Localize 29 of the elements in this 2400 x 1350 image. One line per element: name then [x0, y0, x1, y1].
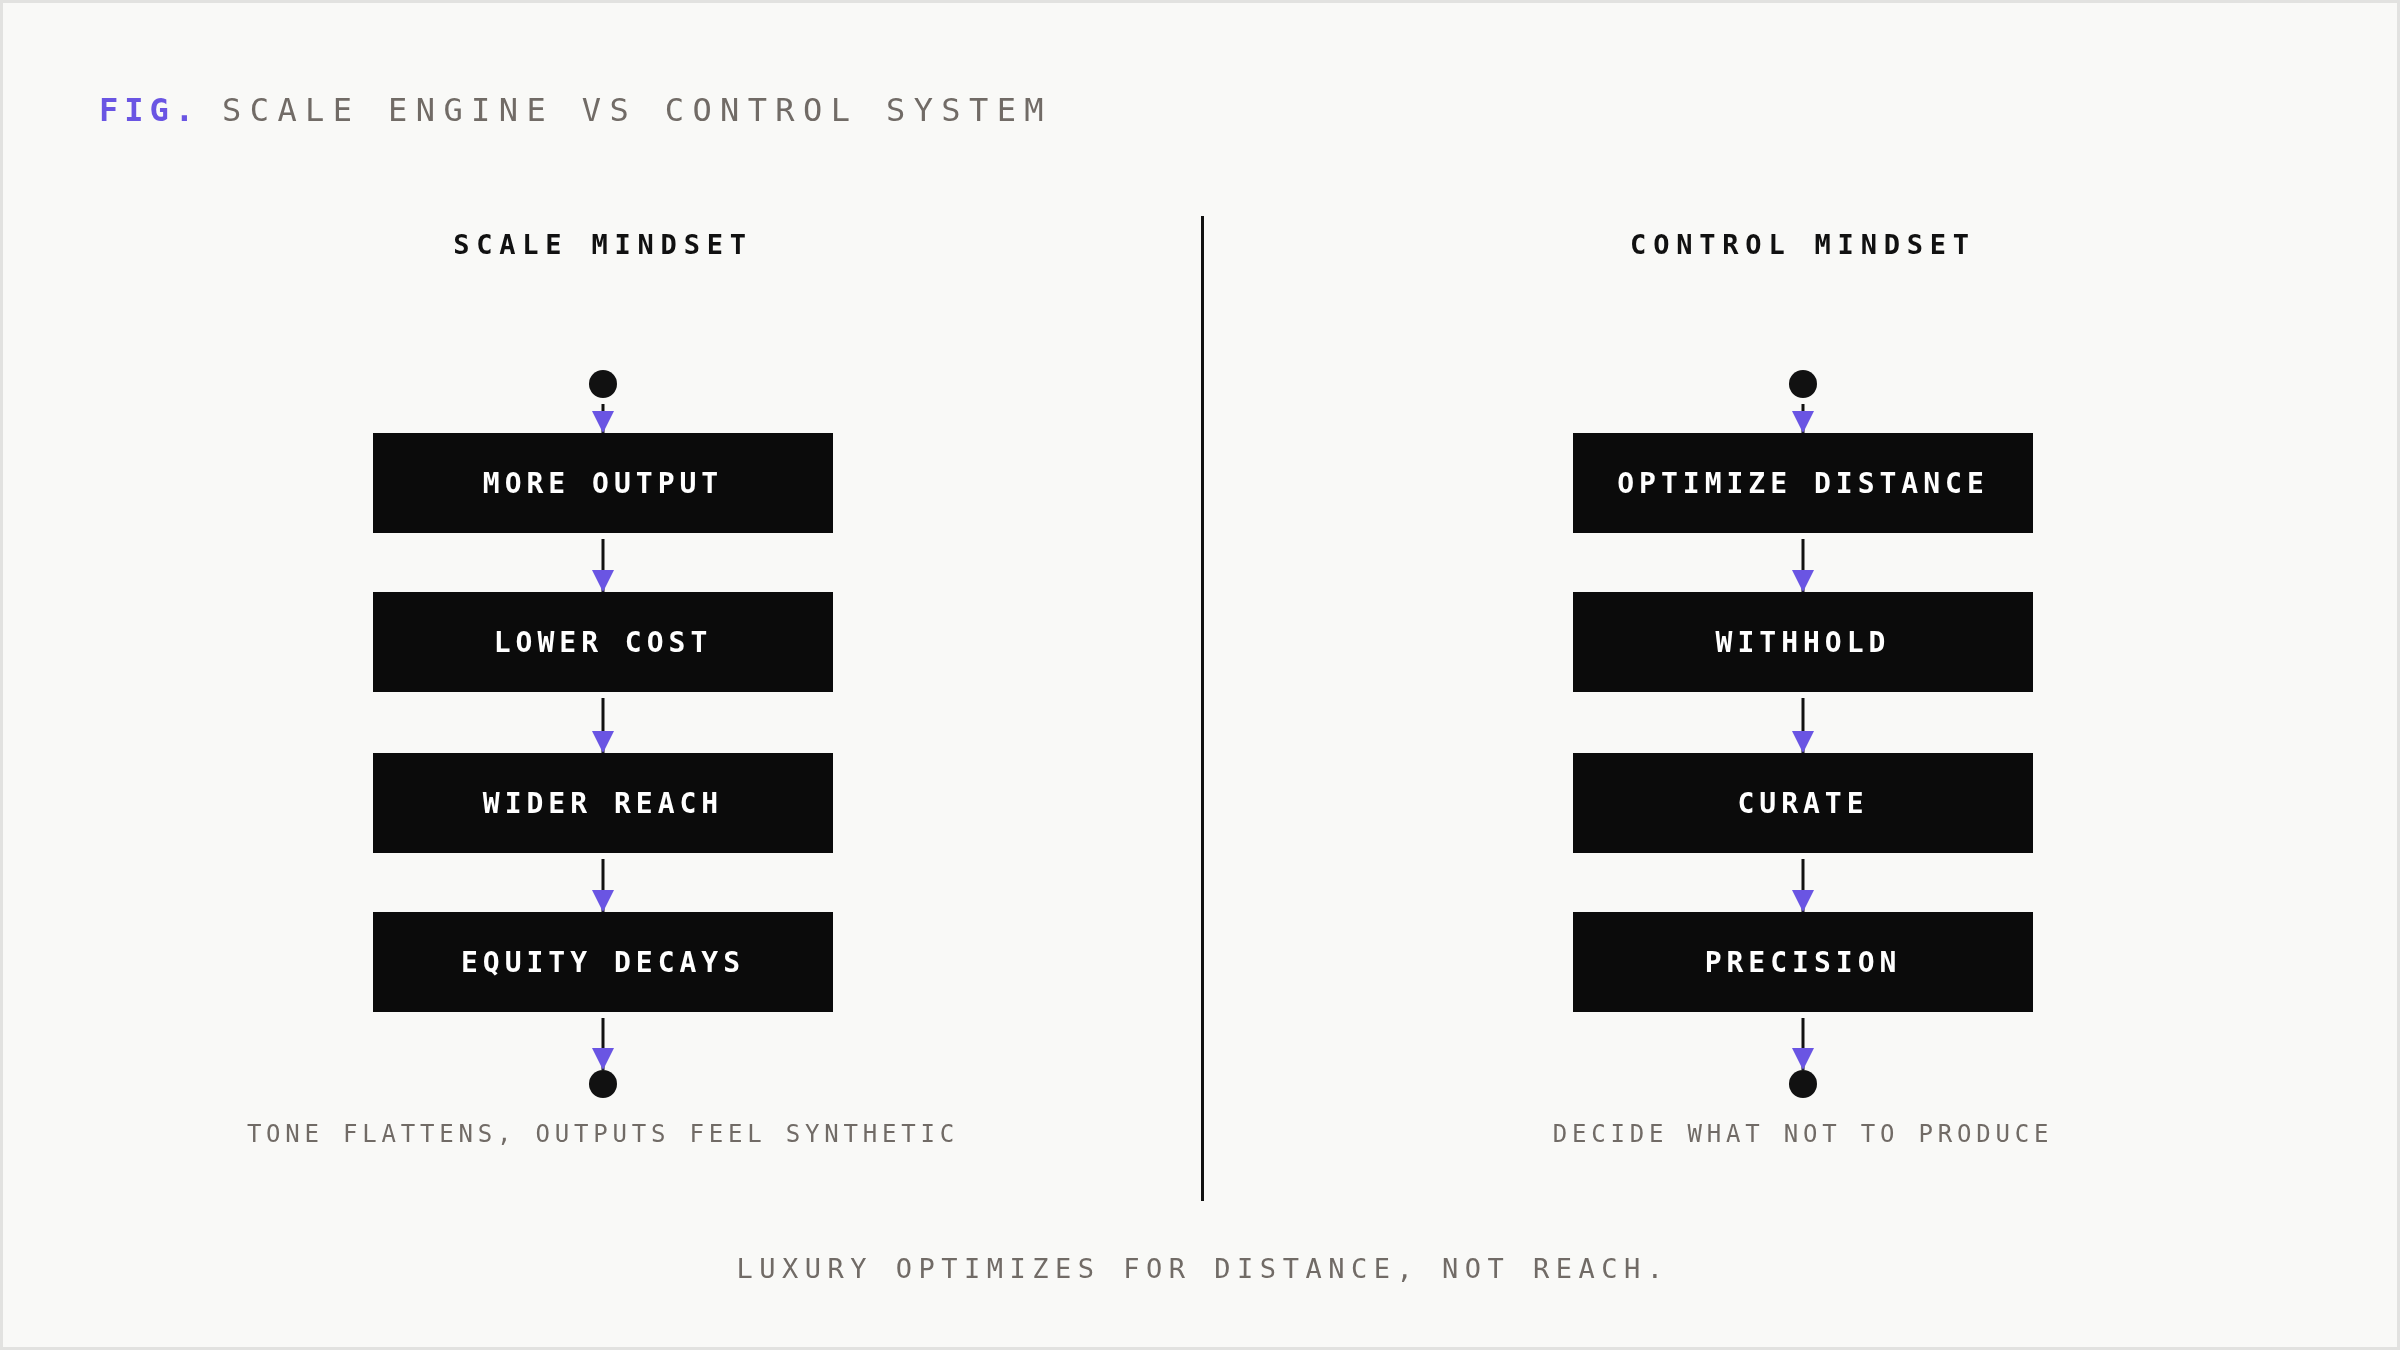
node-dot: [589, 370, 617, 398]
arrow: [592, 539, 614, 592]
process-box: OPTIMIZE DISTANCE: [1573, 433, 2033, 533]
node-dot: [1789, 1070, 1817, 1098]
figure-label: FIG.: [99, 91, 201, 129]
arrow: [1792, 404, 1814, 433]
node-dot: [589, 1070, 617, 1098]
process-box: MORE OUTPUT: [373, 433, 833, 533]
caption: LUXURY OPTIMIZES FOR DISTANCE, NOT REACH.: [735, 1253, 1671, 1284]
arrow: [1792, 539, 1814, 592]
column-heading: CONTROL MINDSET: [1629, 229, 1977, 260]
title: SCALE ENGINE VS CONTROL SYSTEM: [222, 91, 1053, 129]
arrow: [1792, 698, 1814, 753]
process-box: CURATE: [1573, 753, 2033, 853]
arrow: [592, 1018, 614, 1070]
process-box: EQUITY DECAYS: [373, 912, 833, 1012]
arrow: [1792, 1018, 1814, 1070]
node-dot: [1789, 370, 1817, 398]
process-box: WIDER REACH: [373, 753, 833, 853]
arrow: [592, 698, 614, 753]
column-heading: SCALE MINDSET: [452, 229, 754, 260]
process-box: PRECISION: [1573, 912, 2033, 1012]
process-box: LOWER COST: [373, 592, 833, 692]
arrow: [592, 404, 614, 433]
outcome-note: TONE FLATTENS, OUTPUTS FEEL SYNTHETIC: [245, 1120, 961, 1148]
process-box: WITHHOLD: [1573, 592, 2033, 692]
arrow: [1792, 859, 1814, 912]
outcome-note: DECIDE WHAT NOT TO PRODUCE: [1551, 1120, 2055, 1148]
arrow: [592, 859, 614, 912]
